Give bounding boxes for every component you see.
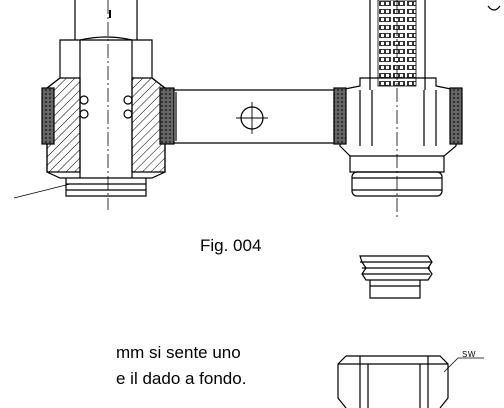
left-fitting-section	[13, 0, 175, 210]
instruction-text-line-2: e il dado a fondo.	[116, 369, 247, 388]
connecting-bar	[174, 89, 340, 144]
threaded-insert	[359, 255, 433, 299]
instruction-text-line-1: mm si sente uno	[116, 343, 241, 362]
figure-caption: Fig. 004	[200, 236, 262, 255]
hex-nut	[337, 355, 484, 408]
right-fitting	[333, 0, 501, 220]
wrench-size-label: SW	[462, 350, 476, 359]
